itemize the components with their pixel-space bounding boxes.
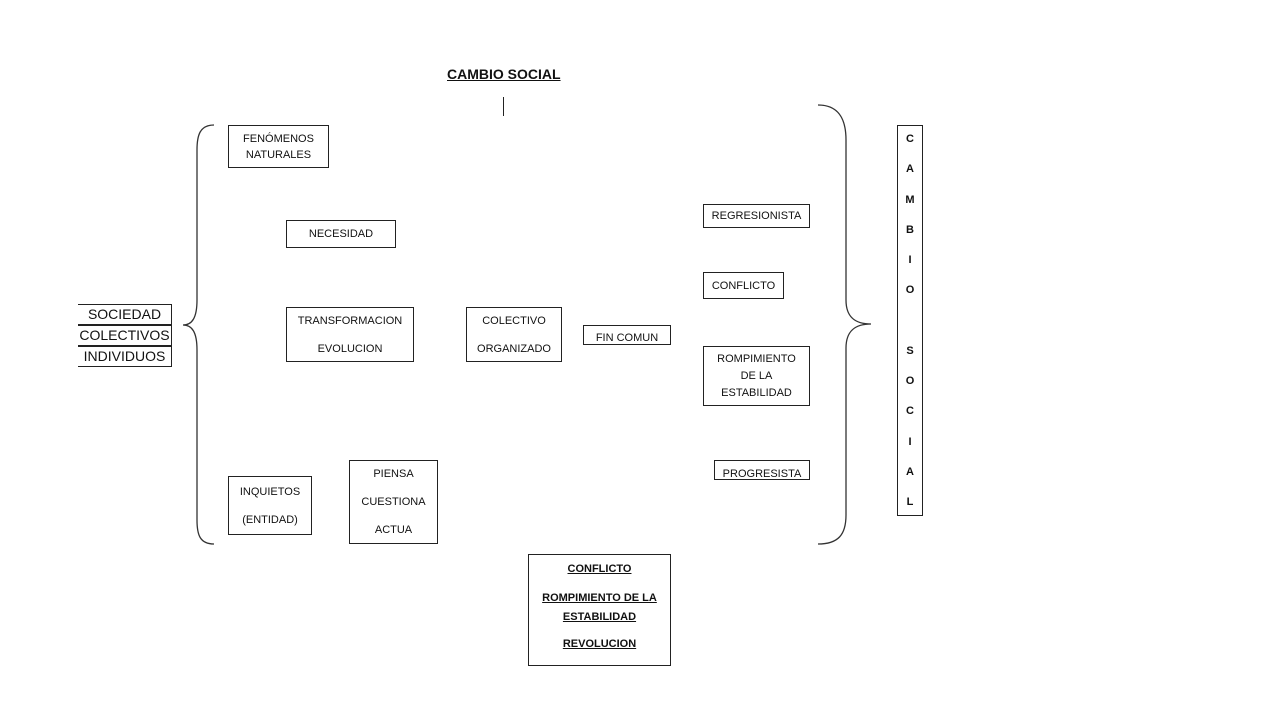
box-piensa-cuestiona-actua: PIENSA CUESTIONA ACTUA — [349, 460, 438, 544]
vertical-letter: C — [906, 133, 914, 145]
box-inquietos-entidad: INQUIETOS (ENTIDAD) — [228, 476, 312, 535]
box-line: FENÓMENOS — [243, 132, 314, 145]
box-necesidad: NECESIDAD — [286, 220, 396, 248]
vertical-letter: I — [908, 254, 912, 266]
summary-box: CONFLICTO ROMPIMIENTO DE LA ESTABILIDAD … — [528, 554, 671, 666]
left-item-colectivos: COLECTIVOS — [78, 325, 172, 346]
box-line: EVOLUCION — [317, 342, 383, 355]
vertical-letter: L — [906, 496, 914, 508]
vertical-letter: C — [906, 405, 914, 418]
title-connector — [503, 97, 504, 116]
left-item-individuos: INDIVIDUOS — [78, 346, 172, 367]
vertical-letter: B — [906, 223, 914, 236]
page-title: CAMBIO SOCIAL — [447, 66, 561, 82]
box-line: NECESIDAD — [308, 228, 374, 240]
box-line: CONFLICTO — [711, 279, 776, 292]
box-line: NATURALES — [245, 148, 312, 161]
box-regresionista: REGRESIONISTA — [703, 204, 810, 228]
right-brace — [817, 104, 872, 545]
box-line: COLECTIVO — [482, 314, 546, 327]
box-line: INQUIETOS — [239, 485, 301, 498]
box-fin-comun: FIN COMUN — [583, 325, 671, 345]
box-line: PROGRESISTA — [722, 468, 802, 480]
vertical-letter: S — [906, 344, 914, 357]
left-brace — [182, 124, 215, 545]
box-line: ORGANIZADO — [477, 342, 551, 355]
vertical-letter: I — [908, 435, 912, 448]
box-progresista: PROGRESISTA — [714, 460, 810, 480]
box-line: ESTABILIDAD — [721, 387, 792, 399]
summary-item-conflicto: CONFLICTO — [567, 563, 632, 575]
vertical-letter: O — [905, 284, 915, 297]
left-list: SOCIEDAD COLECTIVOS INDIVIDUOS — [78, 304, 172, 367]
vertical-letter: A — [906, 163, 914, 176]
box-line: (ENTIDAD) — [242, 513, 298, 526]
box-line: TRANSFORMACION — [297, 314, 403, 327]
summary-item-revolucion: REVOLUCION — [562, 638, 637, 650]
box-transformacion-evolucion: TRANSFORMACION EVOLUCION — [286, 307, 414, 362]
vertical-letter: O — [905, 375, 915, 387]
box-line: FIN COMUN — [595, 332, 659, 344]
summary-item-rompimiento: ROMPIMIENTO DE LA ESTABILIDAD — [542, 592, 657, 623]
box-line: ACTUA — [374, 524, 413, 536]
left-item-sociedad: SOCIEDAD — [78, 304, 172, 325]
box-line: DE LA — [740, 370, 773, 382]
vertical-cambio-social: C A M B I O S O C I A L — [897, 125, 923, 516]
box-fenomenos-naturales: FENÓMENOS NATURALES — [228, 125, 329, 168]
vertical-letter: A — [906, 465, 914, 478]
box-rompimiento-estabilidad: ROMPIMIENTO DE LA ESTABILIDAD — [703, 346, 810, 406]
vertical-letter: M — [905, 193, 915, 206]
box-colectivo-organizado: COLECTIVO ORGANIZADO — [466, 307, 562, 362]
box-conflicto: CONFLICTO — [703, 272, 784, 299]
box-line: ROMPIMIENTO — [717, 353, 796, 365]
box-line: PIENSA — [373, 468, 414, 480]
box-line: REGRESIONISTA — [711, 210, 802, 222]
box-line: CUESTIONA — [361, 496, 426, 508]
